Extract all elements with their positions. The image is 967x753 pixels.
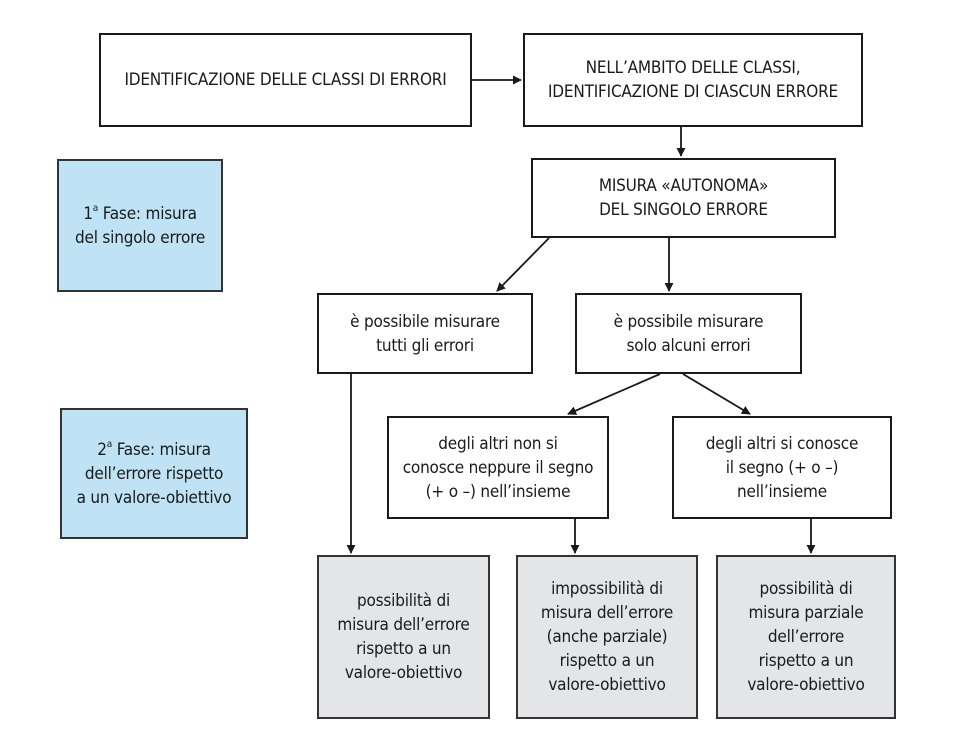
- phase-1-title: 1a Fase: misura: [83, 202, 197, 224]
- box-text: è possibile misurare: [613, 311, 764, 332]
- box-identify-classes: IDENTIFICAZIONE DELLE CLASSI DI ERRORI: [99, 33, 472, 127]
- result-possible-measure: possibilità di misura dell’errore rispet…: [317, 555, 490, 719]
- box-text: conosce neppure il segno: [402, 457, 594, 478]
- box-autonomous-measure: MISURA «AUTONOMA» DEL SINGOLO ERRORE: [531, 158, 836, 238]
- box-text: degli altri non si: [438, 433, 558, 454]
- box-identify-each-error: NELL’AMBITO DELLE CLASSI, IDENTIFICAZION…: [523, 33, 863, 127]
- box-text: NELL’AMBITO DELLE CLASSI,: [585, 58, 801, 78]
- box-text: (anche parziale): [546, 627, 668, 647]
- box-text: rispetto a un: [559, 651, 655, 671]
- box-text: solo alcuni errori: [626, 335, 751, 356]
- box-text: dell’errore: [767, 627, 845, 647]
- box-text: misura dell’errore: [540, 603, 674, 623]
- box-text: nell’insieme: [737, 481, 827, 502]
- box-text: possibilità di: [356, 591, 451, 611]
- arrow-autonomous-to-all-errors: [496, 237, 550, 292]
- box-text: valore-obiettivo: [548, 675, 666, 695]
- box-text: rispetto a un: [758, 651, 854, 671]
- box-text: misura parziale: [748, 603, 864, 623]
- box-text: è possibile misurare: [350, 311, 500, 332]
- box-text: IDENTIFICAZIONE DI CIASCUN ERRORE: [548, 82, 838, 102]
- box-text: (+ o –) nell’insieme: [425, 481, 571, 502]
- box-some-errors-measurable: è possibile misurare solo alcuni errori: [575, 293, 802, 374]
- box-text: DEL SINGOLO ERRORE: [599, 200, 768, 220]
- box-text: misura dell’errore: [337, 615, 470, 635]
- phase-1-subtitle: del singolo errore: [74, 227, 206, 248]
- box-text: IDENTIFICAZIONE DELLE CLASSI DI ERRORI: [124, 70, 447, 90]
- result-partial-measure: possibilità di misura parziale dell’erro…: [716, 555, 896, 719]
- box-text: MISURA «AUTONOMA»: [598, 176, 769, 196]
- box-text: il segno (+ o –): [725, 457, 839, 478]
- box-sign-known: degli altri si conosce il segno (+ o –) …: [672, 416, 892, 519]
- box-text: valore-obiettivo: [344, 663, 463, 683]
- box-text: possibilità di: [759, 579, 853, 599]
- box-text: tutti gli errori: [376, 335, 474, 356]
- box-all-errors-measurable: è possibile misurare tutti gli errori: [317, 293, 533, 374]
- phase-2-box: 2a Fase: misura dell’errore rispetto a u…: [60, 408, 248, 539]
- result-impossible-measure: impossibilità di misura dell’errore (anc…: [516, 555, 698, 719]
- box-sign-unknown: degli altri non si conosce neppure il se…: [387, 416, 609, 519]
- phase-2-subtitle: a un valore-obiettivo: [76, 487, 232, 508]
- box-text: valore-obiettivo: [747, 675, 865, 695]
- box-text: degli altri si conosce: [705, 433, 859, 454]
- arrow-some-errors-to-sign-unknown: [567, 373, 661, 415]
- arrow-some-errors-to-sign-known: [682, 373, 751, 415]
- phase-2-subtitle: dell’errore rispetto: [84, 463, 224, 484]
- phase-2-title: 2a Fase: misura: [97, 438, 211, 460]
- box-text: impossibilità di: [551, 579, 663, 599]
- box-text: rispetto a un: [356, 639, 451, 659]
- phase-1-box: 1a Fase: misura del singolo errore: [57, 159, 223, 292]
